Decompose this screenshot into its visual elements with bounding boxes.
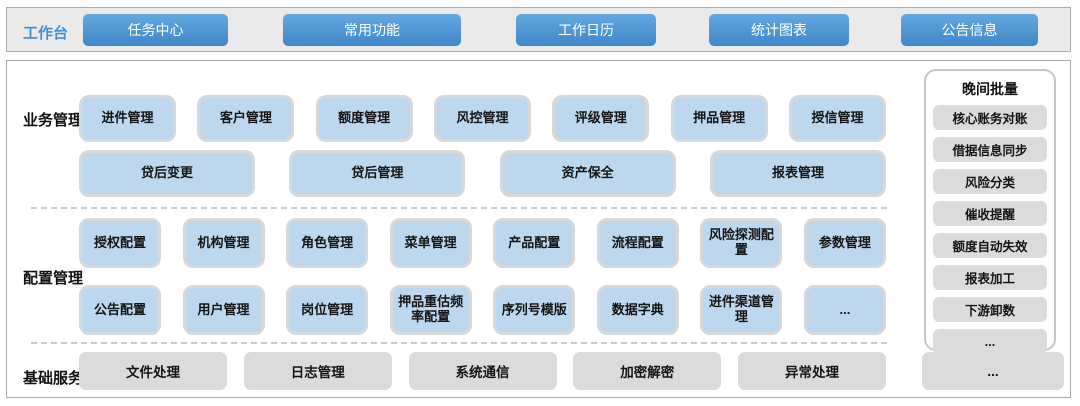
business-module-tile[interactable]: 客户管理 [197, 95, 295, 142]
workbench-label: 工作台 [23, 25, 69, 42]
business-module-tile[interactable]: 进件管理 [79, 95, 176, 142]
base-service-tile[interactable]: 日志管理 [243, 352, 392, 390]
config-module-tile[interactable]: 进件渠道管理 [700, 285, 783, 335]
config-module-tile[interactable]: 菜单管理 [389, 218, 472, 268]
business-module-tile[interactable]: 报表管理 [709, 150, 886, 197]
batch-item[interactable]: 核心账务对账 [933, 105, 1047, 130]
business-module-tile[interactable]: 贷后管理 [289, 150, 466, 197]
section-label-config: 配置管理 [23, 270, 84, 287]
business-module-tile[interactable]: 资产保全 [499, 150, 676, 197]
base-service-tile[interactable]: 系统通信 [408, 352, 557, 390]
config-module-tile[interactable]: 机构管理 [182, 218, 265, 268]
night-batch-title: 晚间批量 [962, 81, 1018, 97]
main-panel: 业务管理 进件管理 客户管理 额度管理 风控管理 评级管理 押品管理 授信管理 … [6, 60, 1071, 398]
config-row-1: 授权配置 机构管理 角色管理 菜单管理 产品配置 流程配置 风险探测配置 参数管… [79, 218, 886, 268]
topbar: 工作台 任务中心 常用功能 工作日历 统计图表 公告信息 [6, 7, 1071, 52]
section-divider [31, 207, 887, 209]
topbar-button-announcements[interactable]: 公告信息 [901, 14, 1038, 46]
base-service-tile[interactable]: 文件处理 [79, 352, 227, 390]
config-module-tile[interactable]: 押品重估频率配置 [389, 285, 472, 335]
batch-item[interactable]: 额度自动失效 [933, 233, 1047, 258]
config-module-tile[interactable]: 数据字典 [596, 285, 679, 335]
business-module-tile[interactable]: 评级管理 [552, 95, 650, 142]
night-batch-panel: 晚间批量 核心账务对账 借据信息同步 风险分类 催收提醒 额度自动失效 报表加工… [924, 69, 1056, 354]
config-module-tile-more[interactable]: ... [803, 285, 886, 335]
base-service-tile-more[interactable]: ... [922, 352, 1064, 390]
config-module-tile[interactable]: 产品配置 [493, 218, 576, 268]
business-row-1: 进件管理 客户管理 额度管理 风控管理 评级管理 押品管理 授信管理 [79, 95, 886, 142]
batch-item[interactable]: 报表加工 [933, 265, 1047, 290]
business-module-tile[interactable]: 押品管理 [670, 95, 768, 142]
batch-item[interactable]: 催收提醒 [933, 201, 1047, 226]
section-label-base-services: 基础服务 [23, 370, 84, 387]
topbar-button-statistics-charts[interactable]: 统计图表 [709, 14, 849, 46]
config-module-tile[interactable]: 角色管理 [286, 218, 369, 268]
business-module-tile[interactable]: 授信管理 [788, 95, 886, 142]
config-row-2: 公告配置 用户管理 岗位管理 押品重估频率配置 序列号模版 数据字典 进件渠道管… [79, 285, 886, 335]
config-module-tile[interactable]: 用户管理 [182, 285, 265, 335]
business-module-tile[interactable]: 贷后变更 [79, 150, 255, 197]
config-module-tile[interactable]: 岗位管理 [286, 285, 369, 335]
topbar-button-work-calendar[interactable]: 工作日历 [516, 14, 656, 46]
batch-item[interactable]: 借据信息同步 [933, 137, 1047, 162]
base-service-tile[interactable]: 加密解密 [573, 352, 722, 390]
batch-item[interactable]: 下游卸数 [933, 297, 1047, 322]
business-module-tile[interactable]: 风控管理 [433, 95, 531, 142]
config-module-tile[interactable]: 流程配置 [596, 218, 679, 268]
batch-item[interactable]: 风险分类 [933, 169, 1047, 194]
config-module-tile[interactable]: 公告配置 [79, 285, 161, 335]
section-label-business: 业务管理 [23, 112, 84, 129]
config-module-tile[interactable]: 授权配置 [79, 218, 161, 268]
config-module-tile[interactable]: 参数管理 [803, 218, 886, 268]
topbar-button-task-center[interactable]: 任务中心 [83, 14, 228, 46]
config-module-tile[interactable]: 序列号模版 [493, 285, 576, 335]
topbar-button-common-functions[interactable]: 常用功能 [283, 14, 461, 46]
config-module-tile[interactable]: 风险探测配置 [700, 218, 783, 268]
business-module-tile[interactable]: 额度管理 [315, 95, 413, 142]
batch-item-more[interactable]: ... [933, 329, 1047, 354]
business-row-2: 贷后变更 贷后管理 资产保全 报表管理 [79, 150, 886, 197]
base-service-tile[interactable]: 异常处理 [738, 352, 886, 390]
section-divider [31, 342, 887, 344]
base-services-row: 文件处理 日志管理 系统通信 加密解密 异常处理 [79, 352, 886, 390]
